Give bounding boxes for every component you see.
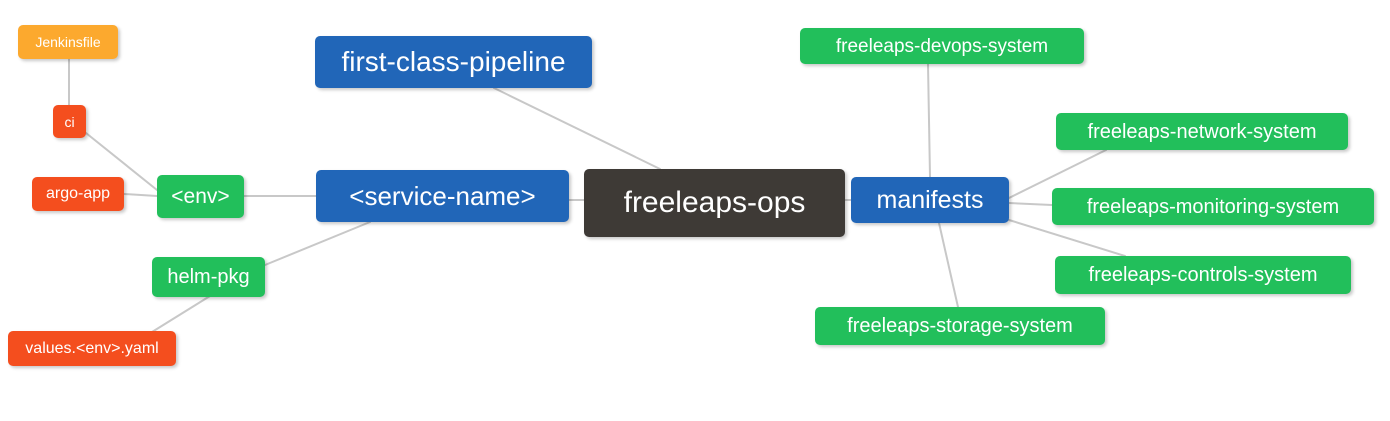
- node-env[interactable]: <env>: [157, 175, 244, 218]
- node-label-ci: ci: [64, 113, 75, 130]
- node-values-env-yaml[interactable]: values.<env>.yaml: [8, 331, 176, 366]
- node-label-freeleaps-monitoring-system: freeleaps-monitoring-system: [1086, 195, 1340, 218]
- node-manifests[interactable]: manifests: [851, 177, 1009, 223]
- node-label-manifests: manifests: [876, 185, 984, 214]
- node-label-freeleaps-controls-system: freeleaps-controls-system: [1088, 264, 1318, 286]
- node-freeleaps-network-system[interactable]: freeleaps-network-system: [1056, 113, 1348, 150]
- node-label-jenkinsfile: Jenkinsfile: [35, 34, 101, 50]
- node-label-freeleaps-ops: freeleaps-ops: [623, 186, 806, 219]
- node-freeleaps-monitoring-system[interactable]: freeleaps-monitoring-system: [1052, 188, 1374, 225]
- node-ci[interactable]: ci: [53, 105, 86, 138]
- node-freeleaps-controls-system[interactable]: freeleaps-controls-system: [1055, 256, 1351, 294]
- node-label-freeleaps-storage-system: freeleaps-storage-system: [847, 315, 1073, 337]
- edge-values-env-yaml-to-helm-pkg: [151, 295, 211, 333]
- edge-helm-pkg-to-service-name: [264, 221, 371, 266]
- node-label-values-env-yaml: values.<env>.yaml: [25, 339, 159, 357]
- node-first-class-pipeline[interactable]: first-class-pipeline: [315, 36, 592, 88]
- node-freeleaps-ops[interactable]: freeleaps-ops: [584, 169, 845, 237]
- edge-manifests-to-freeleaps-storage-system: [938, 222, 959, 308]
- node-label-first-class-pipeline: first-class-pipeline: [341, 46, 566, 77]
- node-label-freeleaps-devops-system: freeleaps-devops-system: [835, 35, 1049, 57]
- node-label-helm-pkg: helm-pkg: [167, 266, 250, 288]
- node-label-env: <env>: [171, 185, 230, 208]
- node-argo-app[interactable]: argo-app: [32, 177, 124, 211]
- edge-manifests-to-freeleaps-devops-system: [927, 63, 931, 178]
- node-label-service-name: <service-name>: [349, 181, 536, 211]
- edge-manifests-to-freeleaps-controls-system: [1008, 219, 1126, 257]
- edge-argo-app-to-env: [123, 193, 158, 197]
- node-freeleaps-devops-system[interactable]: freeleaps-devops-system: [800, 28, 1084, 64]
- node-freeleaps-storage-system[interactable]: freeleaps-storage-system: [815, 307, 1105, 345]
- node-label-argo-app: argo-app: [45, 185, 111, 202]
- edge-first-class-pipeline-to-freeleaps-ops: [493, 87, 661, 170]
- node-helm-pkg[interactable]: helm-pkg: [152, 257, 265, 297]
- edge-manifests-to-freeleaps-monitoring-system: [1008, 202, 1053, 206]
- node-service-name[interactable]: <service-name>: [316, 170, 569, 222]
- node-jenkinsfile[interactable]: Jenkinsfile: [18, 25, 118, 59]
- node-label-freeleaps-network-system: freeleaps-network-system: [1087, 120, 1317, 143]
